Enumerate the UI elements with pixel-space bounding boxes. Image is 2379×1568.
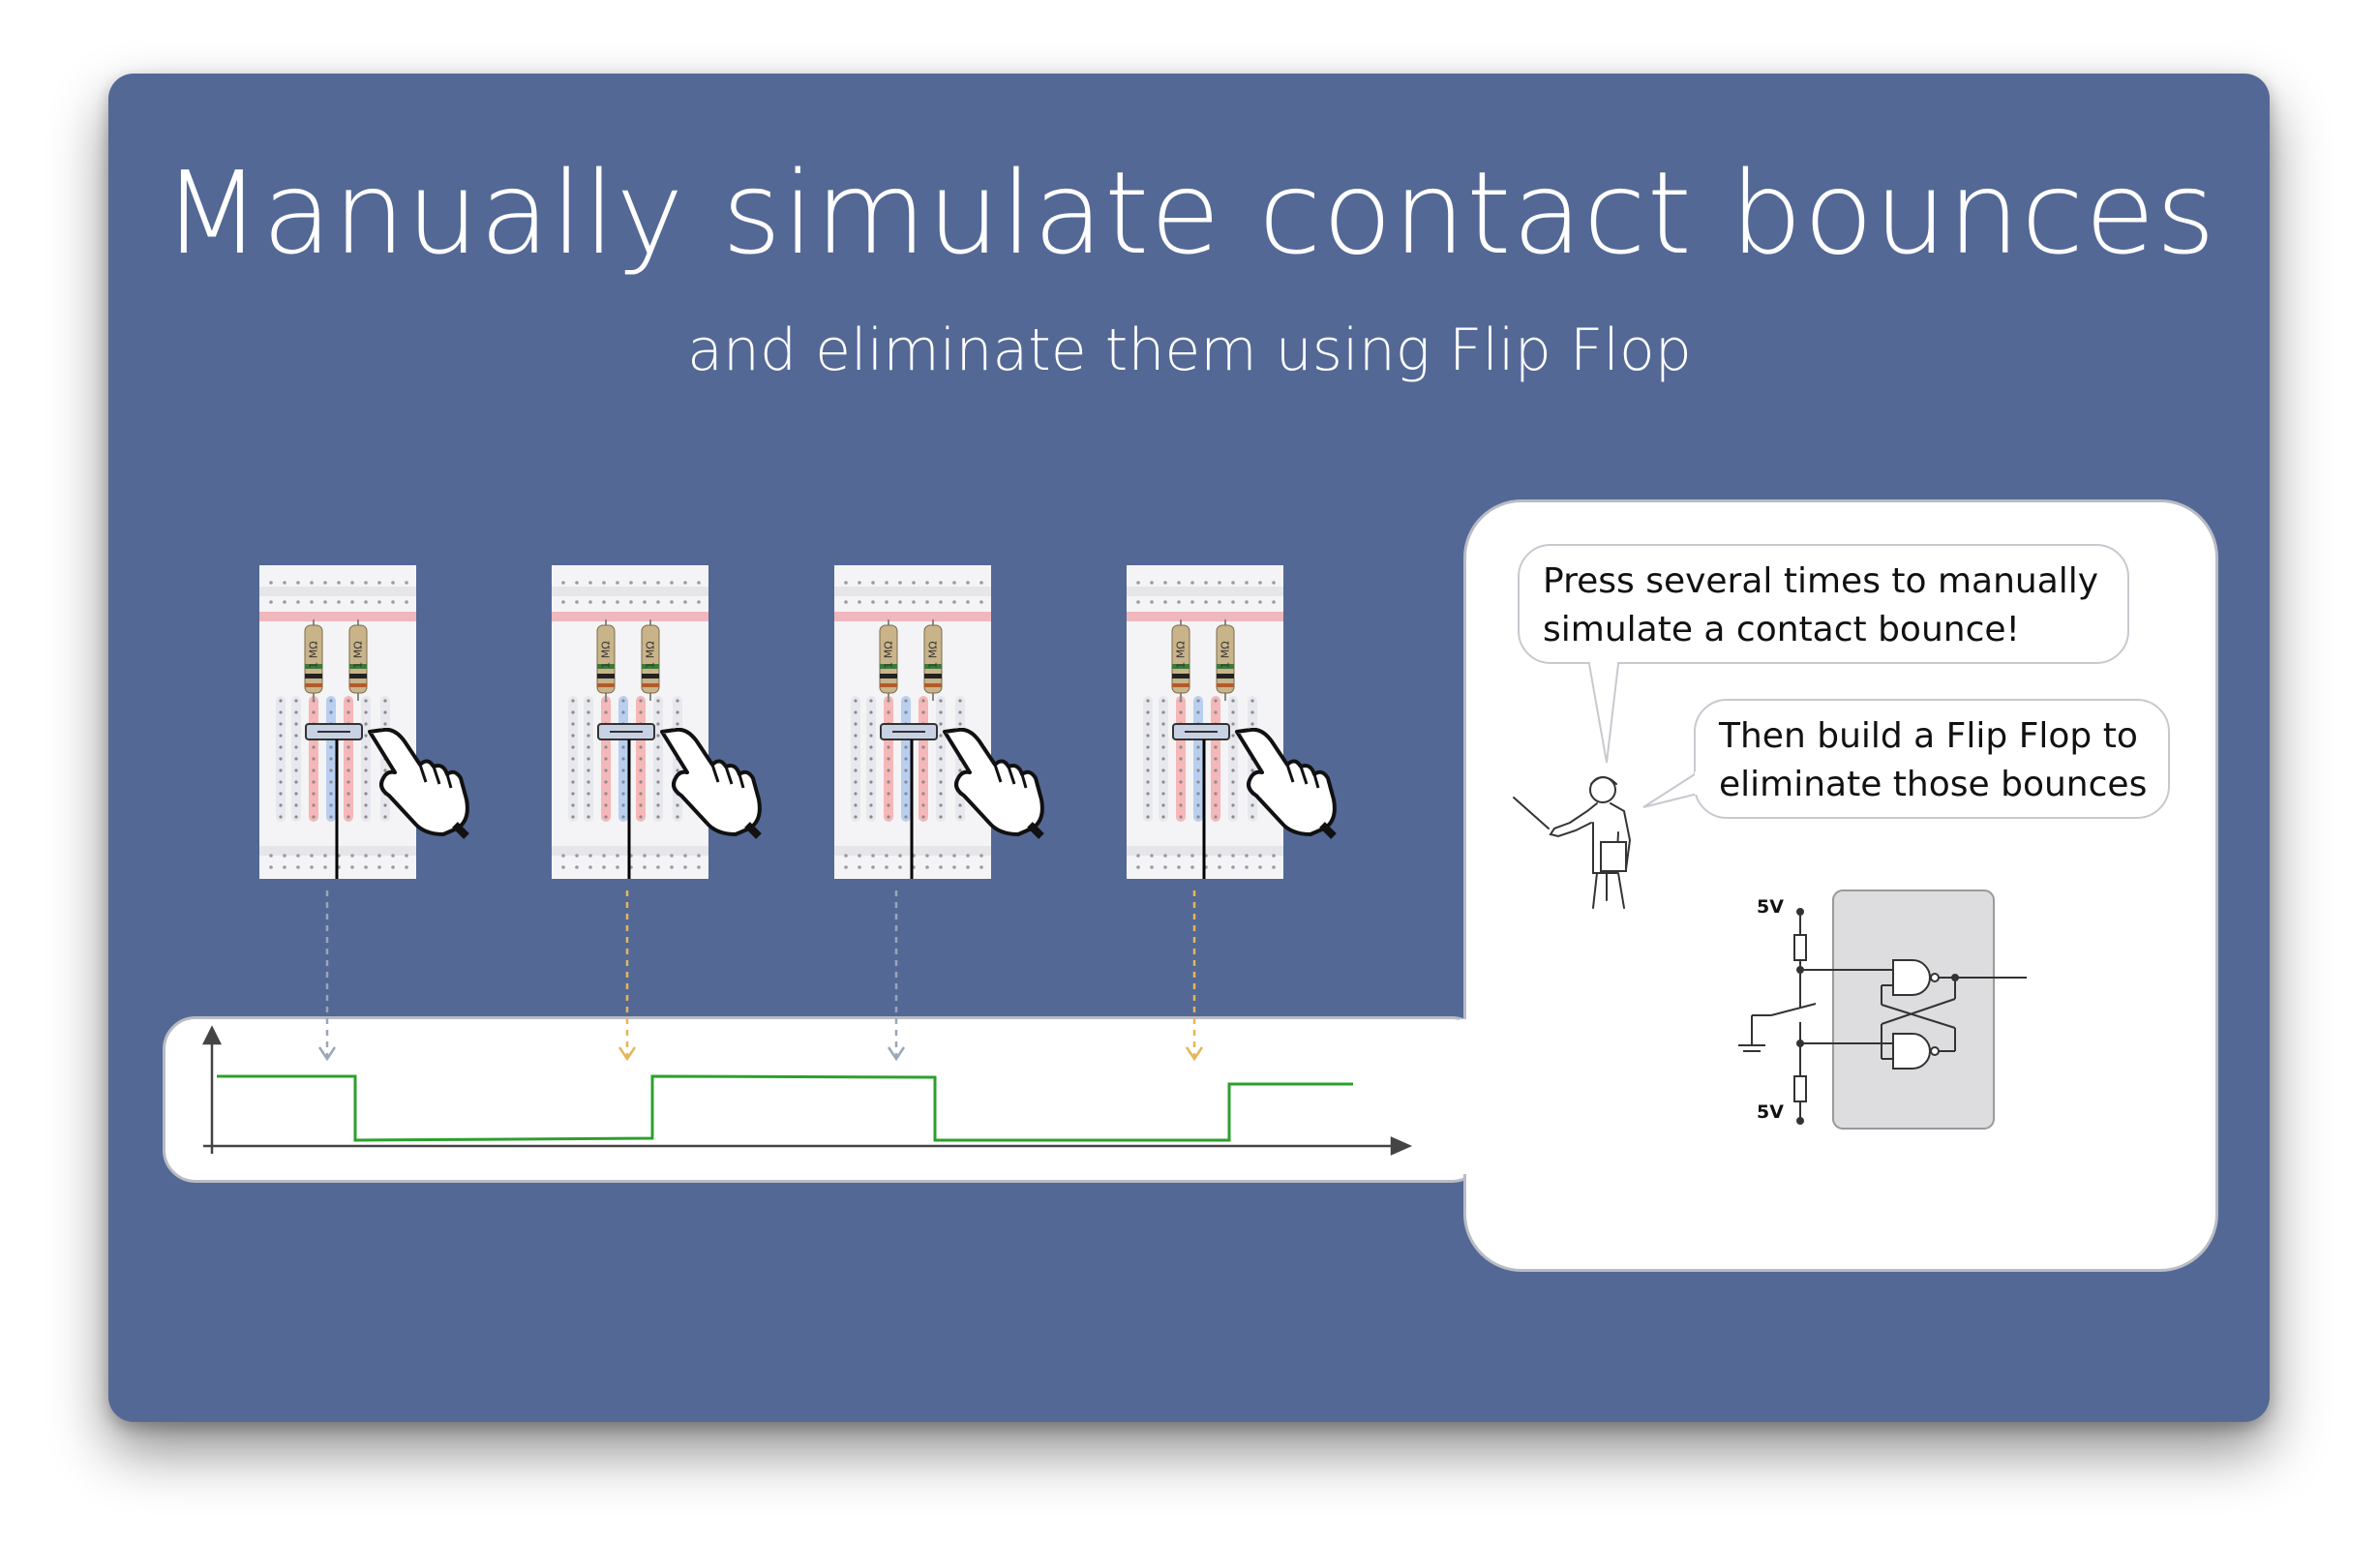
supply-label-bottom: 5V <box>1757 1101 1784 1123</box>
bubble-tail <box>1642 771 1700 808</box>
resistor-label: 1 MΩ <box>644 641 657 669</box>
dashed-arrow <box>1185 890 1204 1062</box>
flip-flop-circuit <box>1738 890 2027 1130</box>
flip-flop-box <box>1832 890 1995 1130</box>
bubble-tail <box>1588 662 1619 764</box>
signal-trace <box>217 1074 1353 1142</box>
speech-bubble-flipflop: Then build a Flip Flop to eliminate thos… <box>1694 699 2170 819</box>
supply-label-top: 5V <box>1757 896 1784 918</box>
resistor-label: 1 MΩ <box>599 641 613 669</box>
speech-bubble-press: Press several times to manually simulate… <box>1518 544 2129 664</box>
breadboard[interactable] <box>834 565 991 879</box>
switch-blade <box>1770 1003 1817 1016</box>
resistor-label: 1 MΩ <box>882 641 895 669</box>
resistor-label: 1 MΩ <box>307 641 320 669</box>
resistor-top <box>1793 934 1807 961</box>
signal-graph <box>201 1025 1413 1156</box>
breadboard[interactable] <box>259 565 416 879</box>
nand-gate-top <box>1892 959 1931 996</box>
pointer-hand-icon <box>1235 728 1337 839</box>
y-axis-arrowhead <box>201 1025 223 1045</box>
bubble-line: simulate a contact bounce! <box>1543 610 2020 649</box>
breadboard[interactable] <box>552 565 708 879</box>
bubble-line: Press several times to manually <box>1543 561 2099 601</box>
resistor-label: 1 MΩ <box>351 641 365 669</box>
dashed-arrow <box>317 890 337 1062</box>
bubble-line: eliminate those bounces <box>1719 765 2148 804</box>
nand-gate-bottom <box>1892 1033 1931 1070</box>
pointer-hand-icon <box>368 728 469 839</box>
x-axis-arrowhead <box>1390 1136 1413 1156</box>
resistor-label: 1 MΩ <box>1219 641 1232 669</box>
pointer-hand-icon <box>660 728 762 839</box>
resistor-label: 1 MΩ <box>1174 641 1188 669</box>
slide-title: Manually simulate contact bounces <box>162 146 2217 280</box>
signal-panel <box>163 1016 1485 1183</box>
bubble-line: Then build a Flip Flop to <box>1719 716 2138 756</box>
dashed-arrow <box>617 890 637 1062</box>
pointer-stick <box>1513 797 1550 829</box>
teacher-book <box>1600 841 1627 872</box>
resistor-label: 1 MΩ <box>926 641 940 669</box>
dashed-arrow <box>887 890 906 1062</box>
panel-joint <box>1460 1019 1489 1174</box>
resistor-bottom <box>1793 1075 1807 1102</box>
teacher-illustration <box>1513 776 1632 909</box>
pointer-hand-icon <box>943 728 1044 839</box>
slide-subtitle: and eliminate them using Flip Flop <box>687 317 1692 384</box>
